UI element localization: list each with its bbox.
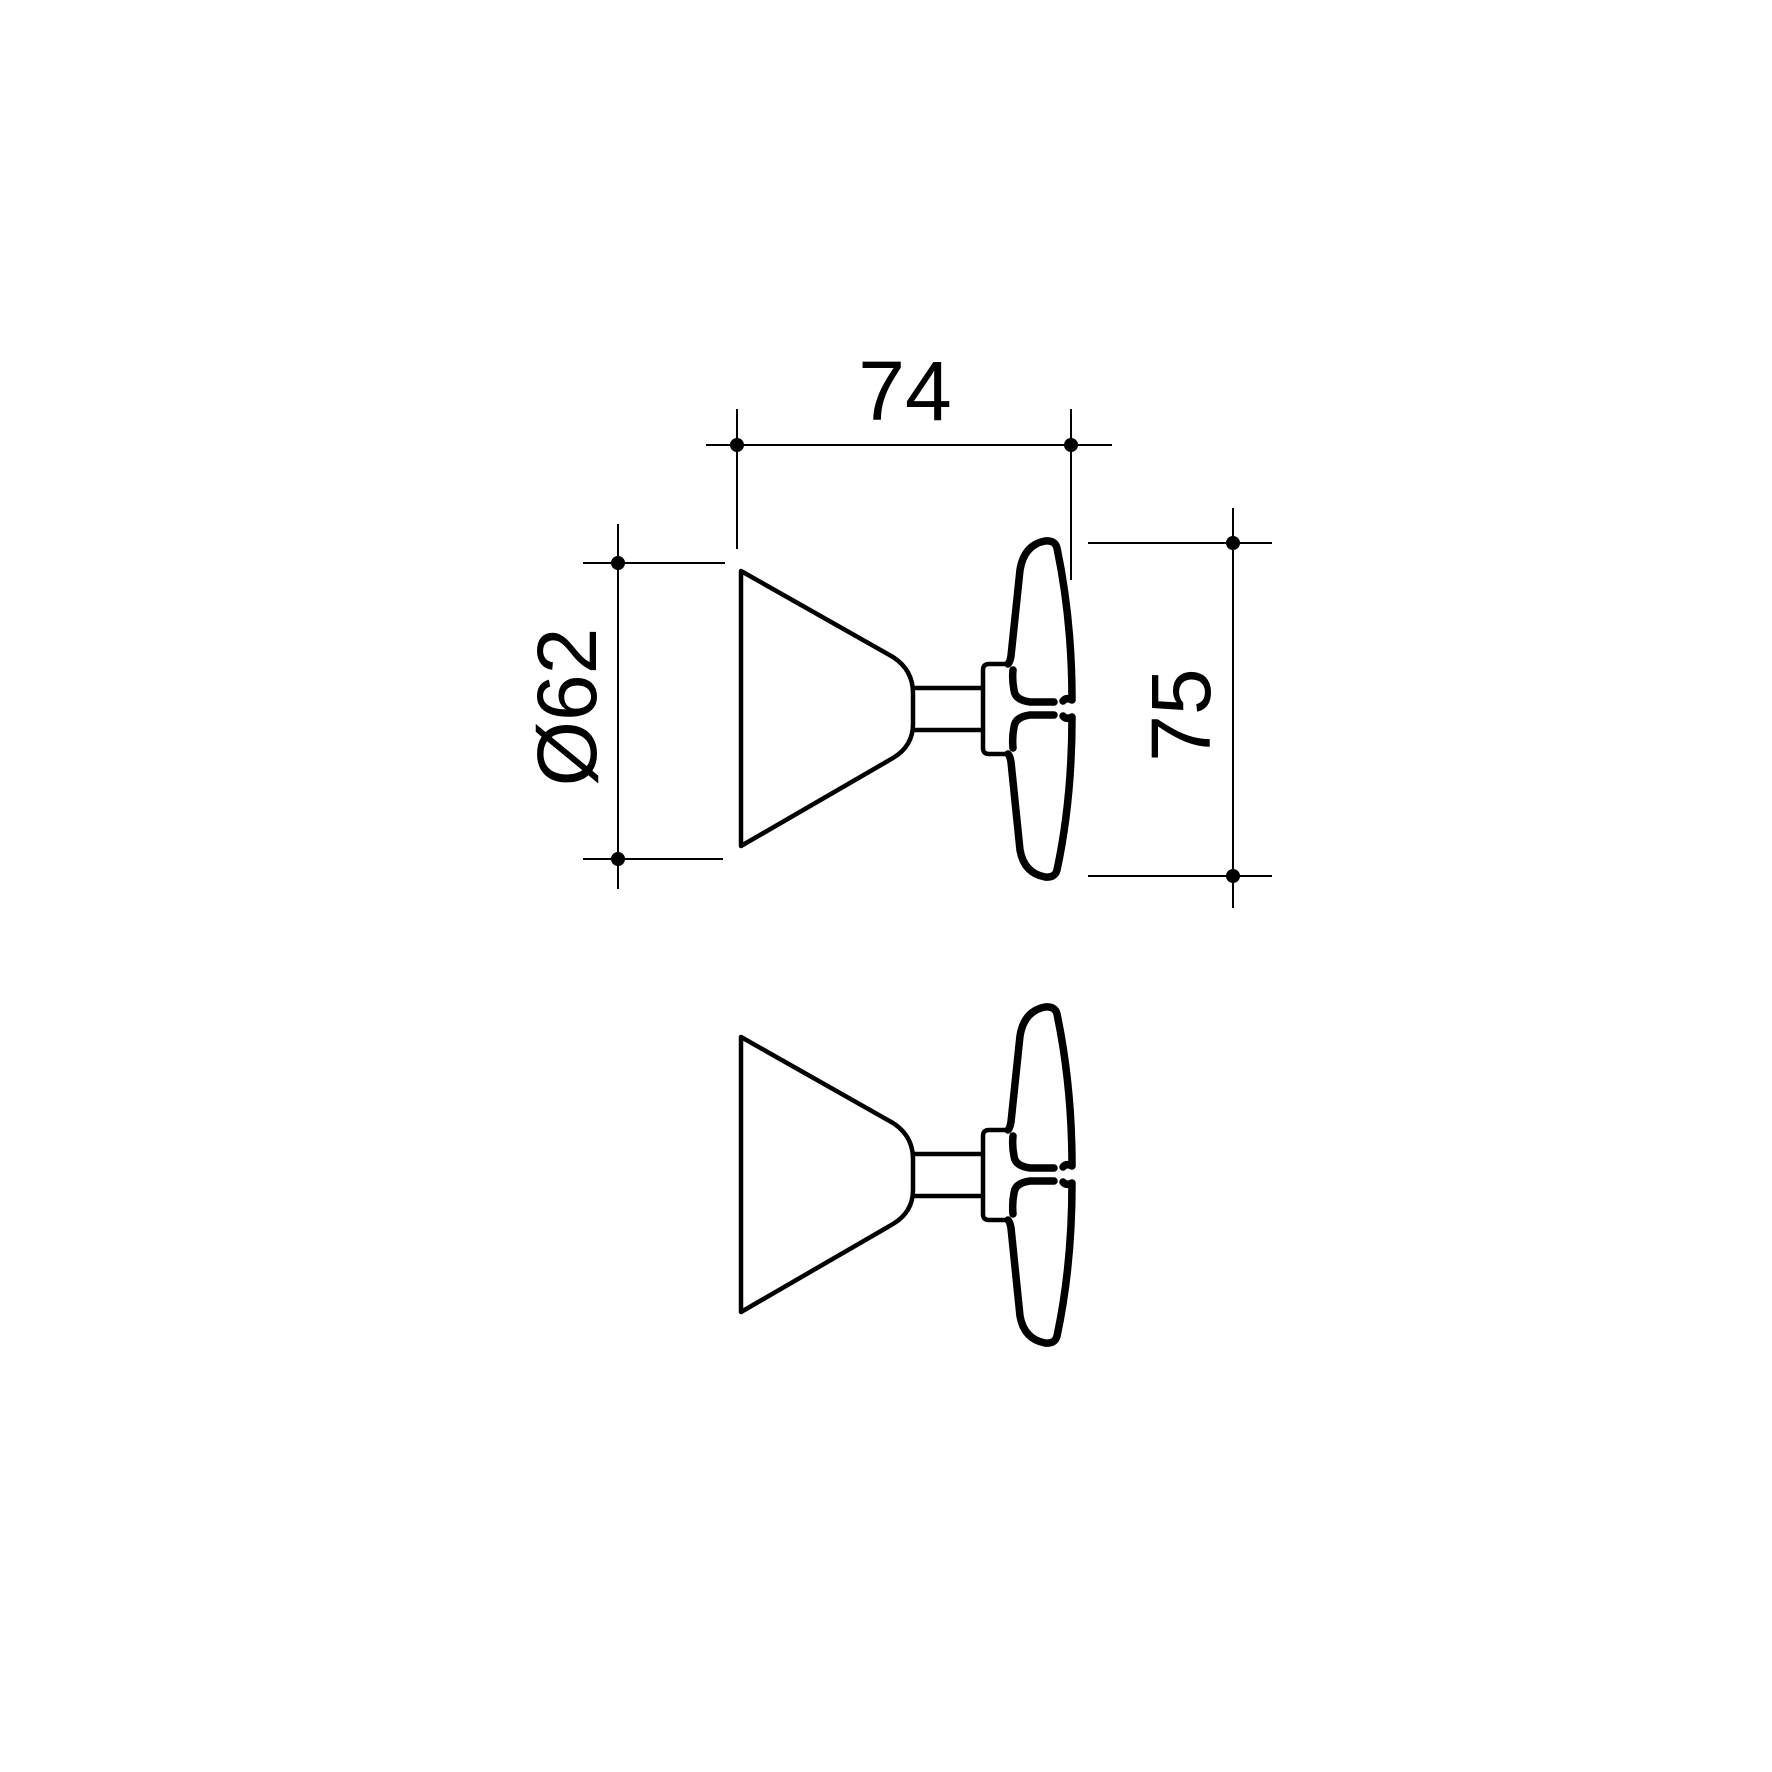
dimension-length-label: 74 <box>858 344 951 438</box>
dimension-dot <box>611 556 625 570</box>
tap-part-lower <box>741 1007 1072 1343</box>
dimension-handle-height-label: 75 <box>1134 668 1228 761</box>
side-view-plain <box>741 1007 1072 1343</box>
side-view-dimensioned: 74 Ø62 75 <box>520 344 1272 908</box>
dimension-dot <box>730 438 744 452</box>
dimension-handle-height: 75 <box>1088 508 1272 908</box>
dimension-dot <box>611 852 625 866</box>
tap-part-upper <box>741 541 1072 877</box>
dimension-base-diameter-label: Ø62 <box>520 628 614 787</box>
dimension-dot <box>1226 536 1240 550</box>
dimension-base-diameter: Ø62 <box>520 524 725 889</box>
dimension-length: 74 <box>706 344 1112 580</box>
dimension-dot <box>1226 869 1240 883</box>
dimension-dot <box>1064 438 1078 452</box>
